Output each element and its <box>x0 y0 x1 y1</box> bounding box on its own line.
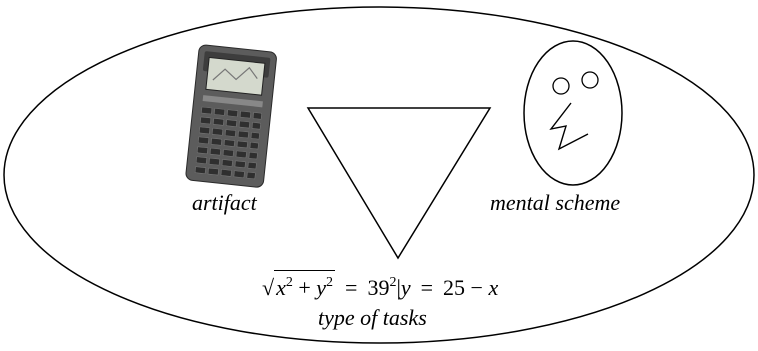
smiley-face-icon <box>523 40 623 186</box>
triangle <box>306 107 492 260</box>
label-artifact: artifact <box>192 190 257 215</box>
equation: √x2 + y2=392|y=25 − x <box>262 270 498 301</box>
radicand: x2 + y2 <box>274 270 336 300</box>
square-root: √x2 + y2 <box>262 270 336 301</box>
outer-ellipse <box>3 6 755 344</box>
graphing-calculator-icon <box>185 44 277 188</box>
label-type-of-tasks: type of tasks <box>318 305 427 330</box>
label-mental-scheme: mental scheme <box>490 190 621 215</box>
